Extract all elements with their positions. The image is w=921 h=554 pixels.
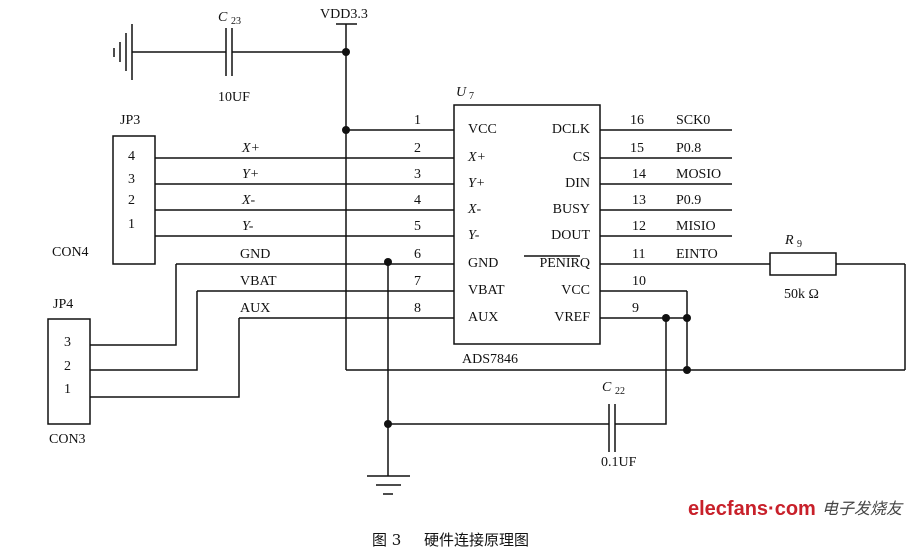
jp3-pin-number: 3: [128, 172, 135, 187]
net-label: X-: [241, 193, 256, 208]
capacitor-c23: [225, 28, 233, 76]
wire-aux: [90, 318, 240, 398]
c23-sub: 23: [231, 16, 241, 27]
jp3-pin-number: 4: [128, 149, 135, 164]
net-label: Y-: [242, 219, 254, 234]
net-label: P0.8: [676, 141, 701, 156]
pin-number: 5: [414, 219, 421, 234]
connector-jp4: [47, 318, 91, 425]
pin-number: 2: [414, 141, 421, 156]
net-label: VBAT: [240, 274, 277, 289]
pin-name: Y+: [468, 176, 485, 191]
caption-title: 硬件连接原理图: [424, 531, 529, 549]
jp4-pin-number: 2: [64, 359, 71, 374]
jp3-pin-number: 1: [128, 217, 135, 232]
net-label: SCK0: [676, 113, 710, 128]
pin-number: 9: [632, 301, 639, 316]
c22-value: 0.1UF: [601, 455, 637, 470]
r9-ref: R: [784, 233, 794, 248]
r9-sub: 9: [797, 239, 802, 250]
wire-vbat: [90, 291, 198, 371]
pin-number: 14: [632, 167, 646, 182]
pin-number: 8: [414, 301, 421, 316]
wire-gnd: [90, 264, 177, 346]
pin-name: X-: [467, 202, 482, 217]
c22-sub: 22: [615, 386, 625, 397]
junction-dot: [683, 366, 691, 374]
pin-number: 11: [632, 247, 645, 262]
jp4-ref: JP4: [53, 297, 73, 312]
pin-number: 1: [414, 113, 421, 128]
net-label: MOSIO: [676, 167, 721, 182]
jp3-type: CON4: [52, 245, 89, 260]
c23-ref: C: [218, 10, 228, 25]
c23-value: 10UF: [218, 90, 250, 105]
caption-fig: 图 3: [372, 531, 401, 549]
vdd-label: VDD3.3: [320, 7, 368, 22]
pin-number: 15: [630, 141, 644, 156]
jp3-pin-number: 2: [128, 193, 135, 208]
net-label: GND: [240, 247, 270, 262]
chip-sub: 7: [469, 91, 474, 102]
jp3-ref: JP3: [120, 113, 140, 128]
net-label: EINTO: [676, 247, 718, 262]
pin-number: 6: [414, 247, 421, 262]
pin-number: 7: [414, 274, 421, 289]
pin-name: DIN: [565, 176, 590, 191]
watermark-cn: 电子发烧友: [822, 499, 904, 518]
chassis-ground-symbol: [113, 24, 133, 80]
c22-ref: C: [602, 380, 612, 395]
watermark-logo: elecfans·com: [688, 498, 816, 520]
pin-name: DOUT: [551, 228, 590, 243]
connector-jp3: [112, 135, 156, 265]
wire-c22: [615, 318, 667, 425]
jp4-pin-number: 1: [64, 382, 71, 397]
junction-dot: [384, 420, 392, 428]
chip-pins: 1VCC2X+X+3Y+Y+4X-X-5Y-Y-6GNDGND7VBATVBAT…: [155, 113, 732, 325]
pin-name: VCC: [468, 122, 497, 137]
pin-number: 16: [630, 113, 644, 128]
pin-name: PENIRQ: [539, 256, 590, 271]
jp4-pins: 3 2 1: [64, 335, 71, 397]
r9-value: 50k Ω: [784, 287, 819, 302]
pin-name: AUX: [468, 310, 498, 325]
pin-name: Y-: [468, 228, 480, 243]
jp4-pin-number: 3: [64, 335, 71, 350]
chip-ref: U: [456, 85, 467, 100]
pin-name: VCC: [561, 283, 590, 298]
junction-dot: [683, 314, 691, 322]
net-label: X+: [241, 141, 260, 156]
net-label: MISIO: [676, 219, 716, 234]
pin-name: VBAT: [468, 283, 505, 298]
pin-number: 12: [632, 219, 646, 234]
chip-u7-body: [453, 104, 601, 345]
net-label: AUX: [240, 301, 270, 316]
jp3-pins: 4 3 2 1: [128, 149, 135, 232]
junction-dot: [384, 258, 392, 266]
resistor-r9: [769, 252, 837, 276]
pin-name: X+: [467, 150, 486, 165]
pin-name: VREF: [554, 310, 590, 325]
pin-number: 4: [414, 193, 421, 208]
pin-name: BUSY: [553, 202, 590, 217]
ground-symbol: [367, 475, 410, 495]
pin-number: 10: [632, 274, 646, 289]
pin-name: CS: [573, 150, 590, 165]
jp4-type: CON3: [49, 432, 86, 447]
pin-name: GND: [468, 256, 498, 271]
pin-number: 13: [632, 193, 646, 208]
chip-part: ADS7846: [462, 352, 518, 367]
junction-dot: [342, 48, 350, 56]
net-label: P0.9: [676, 193, 701, 208]
net-label: Y+: [242, 167, 259, 182]
pin-number: 3: [414, 167, 421, 182]
pin-name: DCLK: [552, 122, 590, 137]
